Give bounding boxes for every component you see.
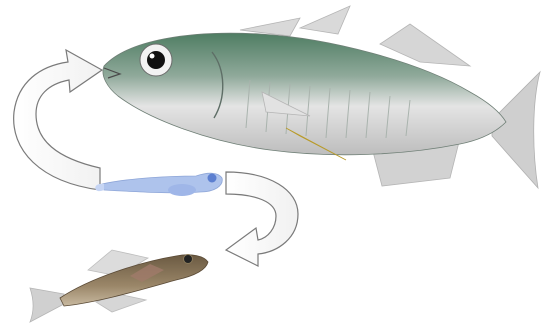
pupil xyxy=(147,51,165,69)
adult-fish xyxy=(103,6,540,188)
eye-highlight xyxy=(150,54,155,59)
dorsal-spine xyxy=(300,6,350,34)
juvenile-tail-fin xyxy=(30,288,64,322)
arrow-shape xyxy=(14,50,102,190)
juvenile-eye xyxy=(184,255,193,264)
cycle-arrow-right xyxy=(226,172,298,266)
tail-fin xyxy=(492,72,540,188)
yolk-sac xyxy=(168,184,196,196)
larva-eye xyxy=(208,174,217,183)
cycle-arrow-left xyxy=(14,50,102,190)
arrow-shape xyxy=(226,172,298,266)
larva-body xyxy=(102,173,222,193)
larva xyxy=(95,173,222,196)
juvenile-fish xyxy=(30,250,208,322)
